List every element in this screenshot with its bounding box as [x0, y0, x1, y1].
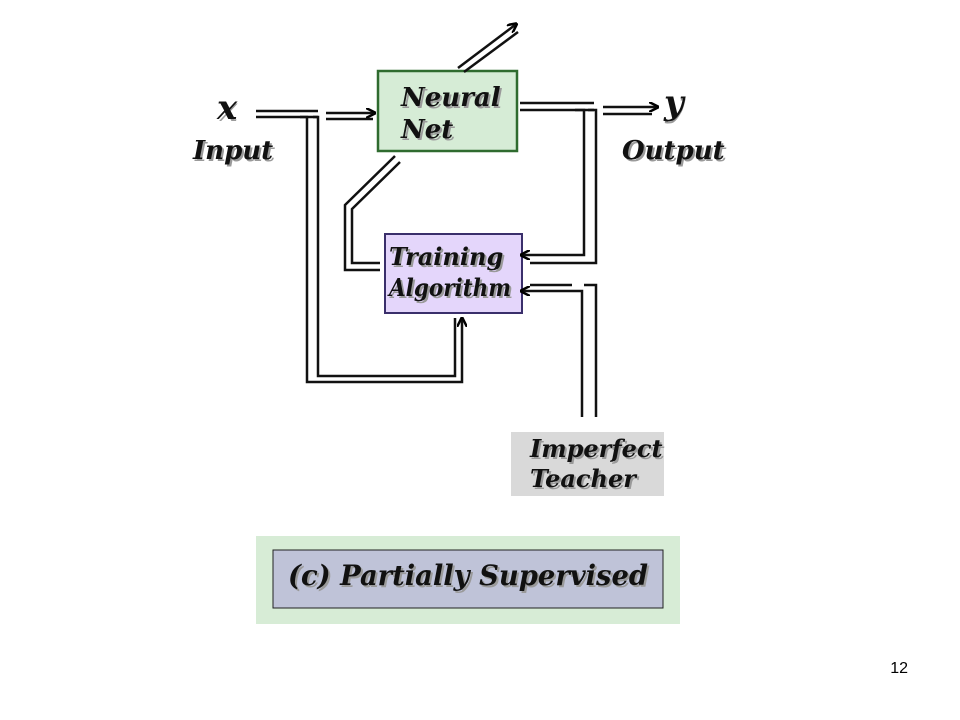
svg-text:x: x: [219, 90, 238, 130]
page-number: 12: [890, 660, 908, 677]
svg-text:(c) Partially Supervised: (c) Partially Supervised: [290, 561, 650, 594]
neural-net-label: Neural Neural Net Net: [400, 83, 503, 147]
svg-text:y: y: [663, 83, 686, 123]
teacher-to-training-path: [523, 283, 598, 417]
imperfect-teacher-label: Imperfect Imperfect Teacher Teacher: [529, 434, 665, 495]
neural-net-box: [376, 69, 519, 153]
training-algorithm-box: [384, 233, 523, 314]
svg-text:Neural: Neural: [402, 85, 503, 115]
input-symbol: x x: [216, 88, 238, 130]
svg-text:y: y: [664, 85, 686, 125]
svg-text:Input: Input: [194, 138, 275, 168]
training-algorithm-label: Training Training Algorithm Algorithm: [387, 242, 513, 304]
weight-update-arrow: [457, 25, 518, 74]
connector-lines: [256, 25, 656, 417]
svg-text:Imperfect: Imperfect: [531, 436, 665, 465]
svg-text:Neural: Neural: [400, 83, 501, 113]
svg-text:Imperfect: Imperfect: [529, 434, 663, 463]
caption-inner: [272, 549, 664, 609]
svg-text:Training: Training: [391, 244, 505, 273]
caption-text: (c) Partially Supervised: [288, 559, 648, 592]
training-to-net-path: [343, 155, 401, 272]
svg-text:Teacher: Teacher: [530, 464, 638, 493]
output-label: Output Output: [622, 136, 727, 168]
net-to-output-arrow: [520, 101, 656, 116]
svg-text:x: x: [216, 88, 238, 128]
svg-text:Net: Net: [400, 115, 453, 145]
svg-text:Output: Output: [624, 138, 727, 168]
svg-text:Algorithm: Algorithm: [389, 275, 513, 304]
svg-text:Net: Net: [402, 117, 455, 147]
output-to-training-path: [523, 108, 598, 265]
output-symbol: y y: [663, 83, 686, 125]
svg-text:Output: Output: [622, 136, 725, 166]
input-to-training-path: [300, 115, 462, 384]
caption-panel: (c) Partially Supervised (c) Partially S…: [256, 536, 680, 624]
svg-text:Algorithm: Algorithm: [387, 273, 511, 302]
svg-text:Input: Input: [192, 136, 273, 166]
input-label: Input Input: [192, 136, 275, 168]
imperfect-teacher-box: [511, 432, 664, 496]
svg-text:Training: Training: [389, 242, 503, 271]
svg-text:Teacher: Teacher: [532, 466, 640, 495]
